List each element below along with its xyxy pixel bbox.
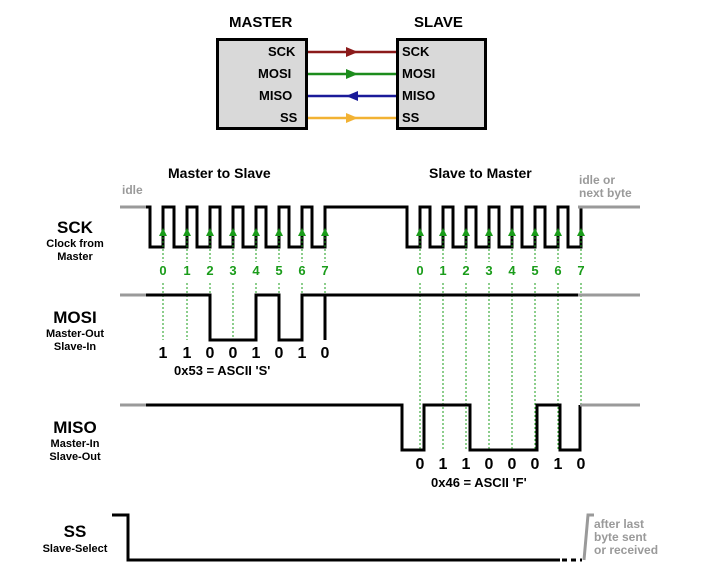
rx-edge-arrow-2 xyxy=(462,228,470,236)
miso-signal-name: MISO xyxy=(53,418,97,437)
rx-clock-index-4: 4 xyxy=(508,263,516,278)
rx-clock-index-0: 0 xyxy=(416,263,424,278)
rx-clock-index-5: 5 xyxy=(531,263,539,278)
miso-bit-2: 1 xyxy=(461,456,471,473)
miso-annotation: 0x46 = ASCII 'F' xyxy=(431,475,527,490)
rx-edge-arrow-4 xyxy=(508,228,516,236)
mosi-bit-3: 0 xyxy=(228,345,238,362)
sck-desc-line2: Master xyxy=(57,251,93,263)
master-pin-mosi: MOSI xyxy=(258,66,292,81)
slave-pin-ss: SS xyxy=(402,110,420,125)
tx-edge-arrow-7 xyxy=(321,228,329,236)
miso-bit-6: 1 xyxy=(553,456,563,473)
master-pin-sck: SCK xyxy=(268,44,296,59)
miso-desc-line2: Slave-Out xyxy=(49,451,101,463)
rx-edge-arrow-7 xyxy=(577,228,585,236)
master-pin-ss: SS xyxy=(280,110,298,125)
tx-clock-index-7: 7 xyxy=(321,263,329,278)
sck-desc-line1: Clock from xyxy=(46,238,104,250)
tx-clock-index-5: 5 xyxy=(275,263,283,278)
mosi-bit-1: 1 xyxy=(182,345,192,362)
connection-arrow-3 xyxy=(346,113,358,123)
ss-release xyxy=(582,513,594,561)
after-last-line3: or received xyxy=(594,543,659,557)
tx-edge-arrow-2 xyxy=(206,228,214,236)
master-box xyxy=(216,38,308,130)
miso-bit-0: 0 xyxy=(415,456,425,473)
mosi-bit-4: 1 xyxy=(251,345,261,362)
rx-edge-arrow-0 xyxy=(416,228,424,236)
rx-edge-arrow-3 xyxy=(485,228,493,236)
ss-signal-name: SS xyxy=(63,522,87,541)
rx-edge-arrow-6 xyxy=(554,228,562,236)
mosi-signal-name: MOSI xyxy=(53,308,97,327)
master-to-slave-heading: Master to Slave xyxy=(168,165,271,181)
miso-bit-5: 0 xyxy=(530,456,540,473)
ss-desc-line1: Slave-Select xyxy=(42,543,108,555)
idle-label: idle xyxy=(122,183,143,197)
tx-edge-arrow-3 xyxy=(229,228,237,236)
connection-arrow-1 xyxy=(346,69,358,79)
idle-or-next-label-line2: next byte xyxy=(579,186,632,200)
master-title: MASTER xyxy=(229,14,293,31)
rx-clock-index-3: 3 xyxy=(485,263,493,278)
tx-edge-arrow-4 xyxy=(252,228,260,236)
tx-clock-index-0: 0 xyxy=(159,263,167,278)
slave-pin-miso: MISO xyxy=(402,88,436,103)
after-last-line1: after last xyxy=(594,517,645,531)
ss-waveform xyxy=(112,513,560,562)
mosi-bit-5: 0 xyxy=(274,345,284,362)
rx-edge-arrow-5 xyxy=(531,228,539,236)
after-last-line2: byte sent xyxy=(594,530,647,544)
rx-clock-index-1: 1 xyxy=(439,263,447,278)
tx-clock-index-1: 1 xyxy=(183,263,191,278)
slave-title: SLAVE xyxy=(414,14,463,31)
connection-arrow-2 xyxy=(346,91,358,101)
miso-bit-3: 0 xyxy=(484,456,494,473)
sck-signal-name: SCK xyxy=(57,218,93,237)
idle-or-next-label-line1: idle or xyxy=(579,173,616,187)
mosi-annotation: 0x53 = ASCII 'S' xyxy=(174,363,271,378)
mosi-bit-0: 1 xyxy=(158,345,168,362)
mosi-bit-7: 0 xyxy=(320,345,330,362)
sck-waveform-a xyxy=(146,205,404,249)
mosi-waveform xyxy=(146,293,578,342)
tx-clock-index-3: 3 xyxy=(229,263,237,278)
miso-bit-7: 0 xyxy=(576,456,586,473)
tx-clock-index-6: 6 xyxy=(298,263,306,278)
tx-edge-arrow-5 xyxy=(275,228,283,236)
mosi-bit-6: 1 xyxy=(297,345,307,362)
tx-edge-arrow-6 xyxy=(298,228,306,236)
mosi-desc-line1: Master-Out xyxy=(45,328,105,340)
miso-bit-1: 1 xyxy=(438,456,448,473)
sck-waveform-b xyxy=(404,205,583,249)
slave-box xyxy=(396,38,487,130)
miso-waveform xyxy=(146,403,582,452)
tx-edge-arrow-0 xyxy=(159,228,167,236)
mosi-desc-line2: Slave-In xyxy=(53,341,97,353)
tx-edge-arrow-1 xyxy=(183,228,191,236)
slave-pin-mosi: MOSI xyxy=(402,66,436,81)
rx-clock-index-7: 7 xyxy=(577,263,585,278)
rx-clock-index-2: 2 xyxy=(462,263,470,278)
miso-desc-line1: Master-In xyxy=(50,438,100,450)
mosi-bit-2: 0 xyxy=(205,345,215,362)
tx-clock-index-4: 4 xyxy=(252,263,260,278)
master-pin-miso: MISO xyxy=(259,88,293,103)
slave-to-master-heading: Slave to Master xyxy=(429,165,532,181)
rx-clock-index-6: 6 xyxy=(554,263,562,278)
rx-edge-arrow-1 xyxy=(439,228,447,236)
miso-bit-4: 0 xyxy=(507,456,517,473)
tx-clock-index-2: 2 xyxy=(206,263,214,278)
connection-arrow-0 xyxy=(346,47,358,57)
slave-pin-sck: SCK xyxy=(402,44,430,59)
